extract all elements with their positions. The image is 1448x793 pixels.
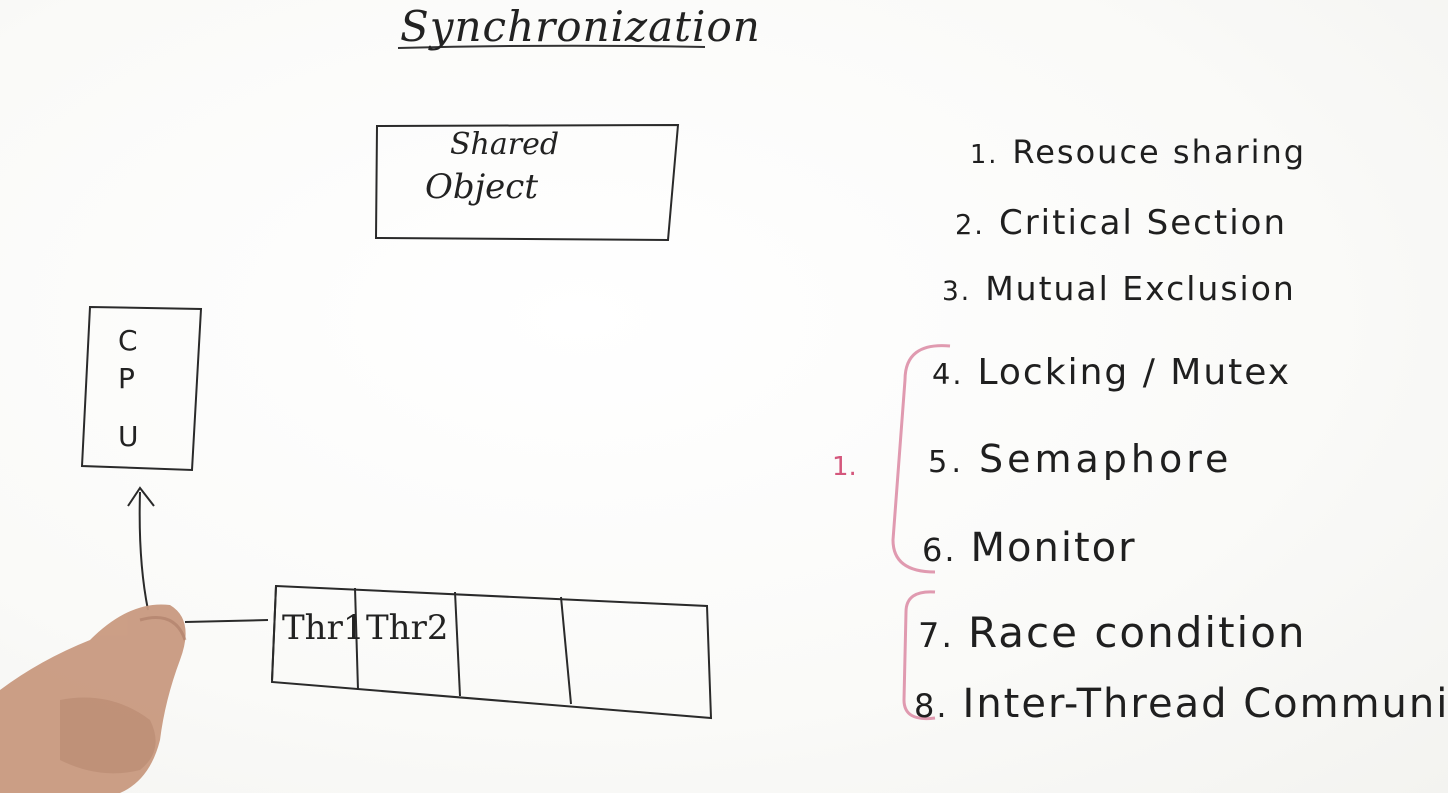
- shared-object-label-line2: Object: [425, 167, 539, 207]
- topic-label: Inter-Thread Communicati: [962, 681, 1448, 727]
- topic-item: 4. Locking / Mutex: [932, 355, 1291, 391]
- topic-item: 3. Mutual Exclusion: [942, 272, 1296, 305]
- topic-number: 2.: [955, 210, 985, 241]
- shared-object-box: [374, 123, 680, 242]
- topic-number: 5.: [928, 445, 965, 480]
- arrow-shaft: [138, 491, 149, 611]
- queue-divider-4: [560, 596, 572, 705]
- queue-divider-2: [354, 587, 359, 691]
- cpu-letter-u: U: [118, 420, 139, 453]
- topic-label: Locking / Mutex: [977, 352, 1292, 393]
- topic-item: 6. Monitor: [922, 528, 1137, 568]
- thread-queue-box: [270, 584, 713, 720]
- topic-number: 8.: [914, 687, 949, 725]
- topic-item: 8. Inter-Thread Communicati: [914, 684, 1448, 724]
- topic-label: Race condition: [968, 608, 1307, 657]
- topic-label: Monitor: [970, 525, 1137, 571]
- queue-divider-1: [271, 585, 277, 681]
- presenter-hand: [0, 604, 187, 793]
- topic-number: 3.: [942, 276, 972, 307]
- topic-number: 7.: [918, 616, 955, 655]
- topic-number: 4.: [932, 357, 964, 391]
- group-marker: 1.: [832, 452, 857, 482]
- topic-label: Semaphore: [979, 437, 1233, 481]
- queue-connector: [184, 619, 269, 623]
- topic-item: 7.Race condition: [918, 612, 1307, 654]
- topic-label: Mutual Exclusion: [985, 269, 1296, 308]
- group-bracket-7-8: [902, 590, 936, 721]
- thread-slot-2: Thr2: [366, 608, 449, 648]
- page-title: Synchronization: [400, 2, 761, 51]
- shared-object-label-line1: Shared: [450, 127, 560, 162]
- cpu-letter-p: P: [118, 362, 135, 395]
- topic-item: 1. Resouce sharing: [970, 136, 1306, 169]
- cpu-box: [80, 305, 203, 472]
- queue-divider-3: [454, 591, 461, 697]
- topic-item: 5. Semaphore: [928, 440, 1232, 478]
- topic-number: 1.: [970, 140, 999, 170]
- topic-label: Resouce sharing: [1012, 133, 1307, 171]
- topic-item: 2. Critical Section: [955, 206, 1287, 240]
- thread-slot-1: Thr1: [282, 608, 365, 648]
- topic-label: Critical Section: [998, 203, 1287, 243]
- arrow-head-icon: [127, 486, 155, 507]
- group-bracket-4-6: [891, 344, 951, 574]
- topic-number: 6.: [922, 531, 957, 569]
- title-underline: [397, 44, 706, 49]
- cpu-letter-c: C: [118, 324, 138, 357]
